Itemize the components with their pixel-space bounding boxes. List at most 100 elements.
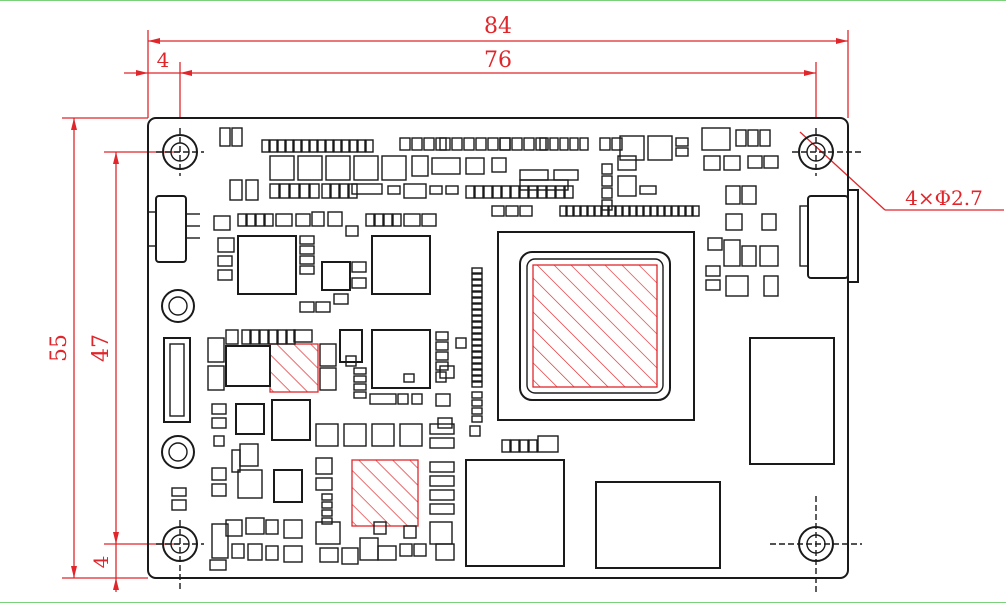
smd-part [471, 415, 483, 423]
dim-edge-offset-left: 4 [89, 556, 113, 569]
smd-part [763, 275, 779, 297]
smd-part [293, 329, 313, 343]
smd-part [245, 517, 265, 535]
smd-part [703, 155, 721, 171]
smd-part [264, 213, 274, 227]
smd-part [239, 443, 259, 467]
smd-part [423, 137, 435, 151]
smd-part [471, 381, 483, 388]
smd-part [269, 139, 278, 153]
smd-part [213, 435, 225, 447]
smd-part [269, 183, 280, 199]
dim-height-holes: 47 [89, 334, 114, 362]
smd-part [435, 331, 449, 341]
ic-square-3 [371, 329, 431, 389]
smd-part [321, 501, 333, 509]
smd-part [747, 155, 763, 169]
smd-part [301, 139, 310, 153]
smd-part [705, 265, 721, 277]
smd-part [537, 435, 559, 453]
smd-part [392, 213, 402, 227]
hatched-chip-small [269, 343, 319, 393]
smd-part [315, 477, 333, 491]
smd-part [569, 137, 579, 151]
smd-part [403, 213, 421, 227]
smd-part [469, 425, 481, 437]
smd-part [171, 499, 187, 511]
right-edge-connector [799, 189, 859, 283]
smd-part [383, 213, 393, 227]
smd-part [573, 205, 581, 217]
smd-part [429, 437, 455, 449]
smd-part [357, 139, 366, 153]
smd-part [255, 213, 265, 227]
left-b2b-connector [163, 337, 191, 423]
smd-part [431, 157, 461, 175]
smd-part [211, 403, 227, 415]
smd-part [250, 329, 260, 345]
smd-part [523, 137, 535, 151]
smd-part [211, 417, 227, 429]
smd-part [299, 301, 315, 313]
smd-part [286, 329, 296, 345]
smd-part [309, 183, 320, 199]
smd-part [471, 399, 483, 407]
smd-part [559, 137, 569, 151]
smd-part [209, 559, 227, 571]
smd-part [217, 237, 235, 253]
frame-top-line [0, 0, 1006, 1]
smd-part [723, 239, 741, 267]
smd-part [429, 503, 455, 515]
chip-right-large [749, 337, 835, 465]
smd-part [491, 157, 507, 173]
smd-part [429, 461, 455, 473]
smd-part [455, 337, 467, 349]
smd-part [435, 371, 447, 383]
smd-part [353, 383, 367, 391]
smd-part [246, 213, 256, 227]
smd-part [231, 543, 245, 559]
smd-part [399, 423, 423, 447]
smd-part [403, 525, 417, 539]
smd-part [499, 137, 511, 151]
smd-part [471, 321, 483, 328]
smd-part [309, 139, 318, 153]
smd-part [365, 139, 374, 153]
smd-part [549, 137, 559, 151]
smd-part [537, 185, 547, 199]
smd-part [245, 179, 259, 201]
smd-part [471, 339, 483, 346]
smd-part [211, 483, 227, 497]
smd-part [535, 137, 547, 151]
dim-width-holes: 76 [484, 48, 512, 73]
smd-part [579, 137, 589, 151]
smd-part [265, 545, 279, 561]
smd-part [269, 155, 295, 181]
smd-part [619, 135, 645, 161]
smd-part [297, 155, 323, 181]
smd-part [675, 147, 689, 157]
smd-part [471, 391, 483, 399]
mounting-hole-top-left [156, 128, 204, 176]
smd-part [759, 245, 779, 267]
smd-part [639, 185, 657, 195]
smd-part [311, 211, 325, 227]
smd-part [429, 521, 453, 545]
smd-part [435, 543, 455, 561]
smd-part [299, 255, 315, 265]
smd-part [429, 185, 443, 195]
smd-part [445, 185, 459, 195]
smd-part [580, 205, 588, 217]
smd-part [369, 393, 397, 405]
smd-part [319, 343, 337, 367]
smd-part [365, 213, 375, 227]
smd-part [211, 523, 229, 559]
smd-part [510, 439, 520, 453]
smd-part [277, 329, 287, 345]
smd-part [735, 129, 747, 147]
ic-square-2 [371, 235, 431, 295]
smd-part [451, 137, 463, 151]
smd-part [510, 185, 520, 199]
smd-part [341, 139, 350, 153]
